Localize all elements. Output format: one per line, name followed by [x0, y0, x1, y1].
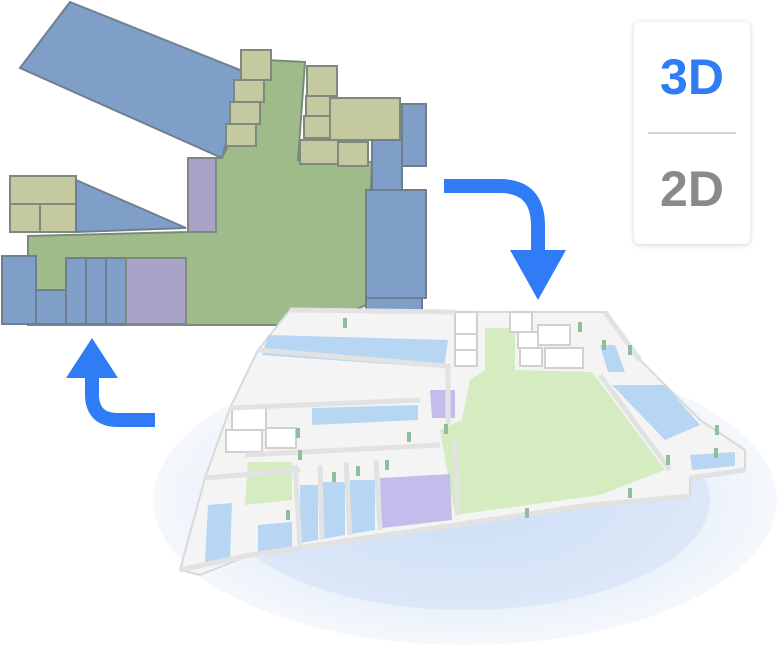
door [298, 450, 302, 460]
room-2d-blue [371, 139, 403, 191]
room-2d-olive [229, 101, 261, 125]
floorplan-2d [1, 0, 427, 326]
arrows [66, 179, 566, 427]
room-2d-olive [9, 203, 41, 233]
door [666, 455, 670, 465]
room-3d-small [265, 427, 297, 449]
door [343, 318, 347, 328]
toggle-divider [648, 132, 736, 134]
room-3d-small [517, 331, 539, 349]
room-2d-blue-wedge [75, 178, 187, 234]
room-3d-blue [258, 522, 292, 552]
room-3d-green [312, 405, 418, 425]
door [628, 345, 632, 355]
room-2d-purple [125, 257, 187, 325]
room-2d-blue [365, 189, 427, 299]
room-3d-blue [690, 452, 735, 470]
room-2d-olive [337, 141, 369, 167]
door [602, 340, 606, 350]
room-2d-blue [105, 257, 127, 325]
room-3d-purple [430, 390, 455, 418]
room-3d-small [509, 311, 533, 333]
room-2d-olive [240, 49, 272, 81]
room-2d-olive [306, 65, 338, 97]
door [444, 424, 448, 434]
room-3d-small [454, 333, 478, 351]
room-3d-small [454, 311, 478, 335]
room-3d-purple [380, 474, 452, 528]
room-3d-small [225, 429, 263, 453]
rooms-3d-small [225, 311, 584, 453]
room-3d-small [454, 349, 478, 367]
room-3d-blue [600, 345, 625, 372]
room-3d-small [544, 347, 584, 369]
room-2d-blue [1, 255, 37, 325]
view-2d-button[interactable]: 2D [660, 161, 724, 217]
room-3d-blue [322, 482, 345, 539]
door [628, 488, 632, 498]
door [332, 472, 336, 482]
door [714, 448, 718, 458]
door [407, 432, 411, 442]
room-3d-blue [350, 480, 375, 534]
door [286, 510, 290, 520]
room-2d-olive [9, 175, 77, 205]
door [356, 466, 360, 476]
view-mode-toggle: 3D 2D [634, 22, 750, 244]
room-2d-blue [65, 257, 87, 325]
arrow-to-2d [85, 372, 155, 427]
room-2d-olive [233, 79, 265, 103]
room-2d-purple [187, 157, 217, 233]
walls-3d [179, 307, 746, 573]
room-3d-small [537, 324, 571, 346]
room-2d-blue [85, 257, 107, 325]
door [385, 460, 389, 470]
arrow-to-3d [444, 179, 545, 258]
rooms-2d-olive-top [225, 49, 401, 167]
room-3d-main-green [440, 328, 665, 515]
room-3d-green [245, 462, 292, 505]
room-2d-olive [299, 139, 339, 165]
view-3d-button[interactable]: 3D [660, 49, 724, 105]
door [296, 428, 300, 438]
room-3d-blue [300, 485, 318, 543]
door [578, 322, 582, 332]
arrowhead-down [510, 250, 566, 300]
door [525, 508, 529, 518]
room-3d-small [231, 407, 267, 431]
door [715, 425, 719, 435]
room-2d-olive [39, 203, 77, 233]
room-2d-wing-blue [18, 0, 247, 160]
doors-3d [286, 318, 719, 520]
room-2d-blue [35, 289, 69, 325]
room-3d-blue [205, 503, 232, 562]
room-3d-blue [612, 385, 700, 440]
room-3d-small [519, 347, 543, 367]
floorplan-3d [178, 307, 746, 577]
room-2d-blue [401, 103, 427, 167]
arrowhead-up [66, 338, 118, 378]
room-2d-olive [329, 97, 401, 141]
room-2d-olive [225, 123, 257, 147]
